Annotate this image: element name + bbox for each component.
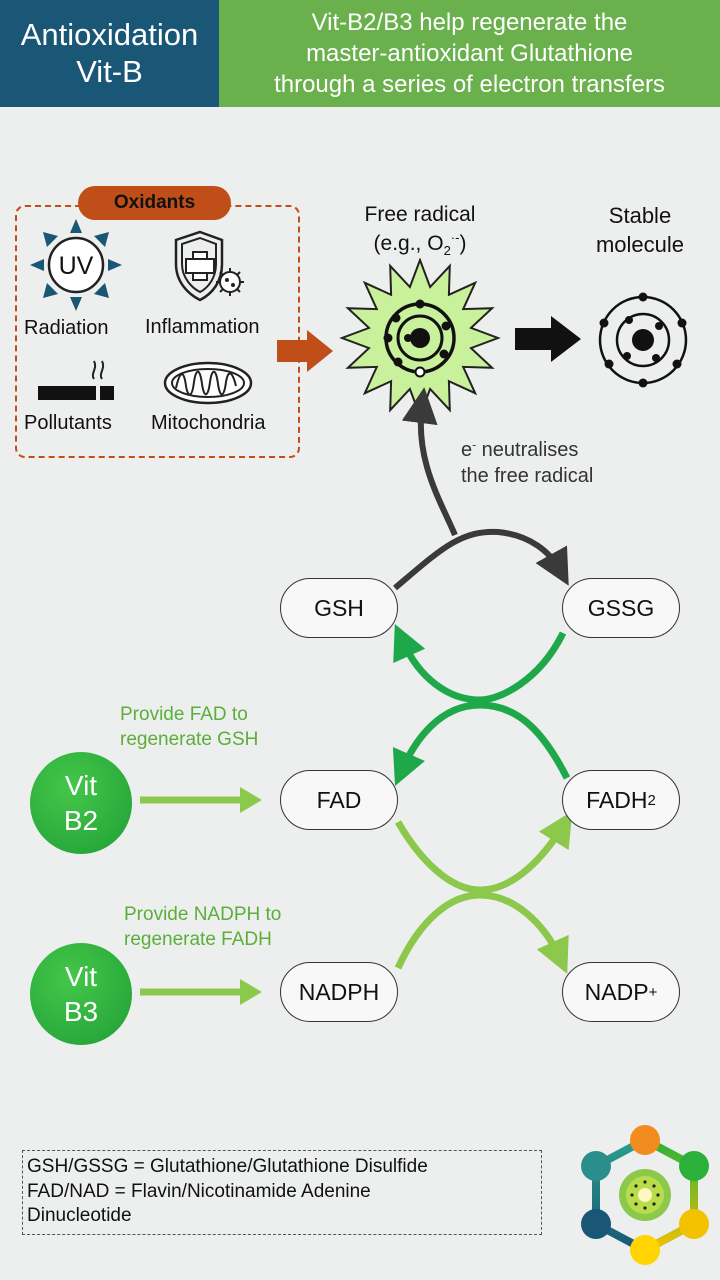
stable-molecule-label: Stable molecule: [570, 201, 710, 259]
electron-note-line1: e- neutralises: [461, 437, 593, 463]
stable-label-line1: Stable: [608, 203, 672, 228]
vit-b3-circle: Vit B3: [30, 943, 132, 1045]
nadp-sup: +: [648, 983, 658, 1001]
vit-b2-note-line1: Provide FAD to: [120, 704, 248, 725]
inflammation-label: Inflammation: [145, 316, 260, 338]
vit-b3-note: Provide NADPH to regenerate FADH: [124, 903, 281, 952]
gssg-to-gsh-arrow: [393, 624, 567, 704]
electron-note-line2: the free radical: [461, 465, 594, 487]
legend-line1: GSH/GSSG = Glutathione/Glutathione Disul…: [27, 1156, 428, 1177]
vit-b3-note-line1: Provide NADPH to: [124, 904, 282, 925]
vit-b2-line2: B2: [63, 805, 99, 836]
free-radical-label: Free radical (e.g., O2·-): [335, 201, 505, 260]
free-radical-label-line1: Free radical: [364, 203, 476, 226]
nadp-node: NADP+: [562, 962, 680, 1022]
electron-symbol: e: [461, 439, 473, 461]
oxidant-arrow: [277, 330, 333, 372]
vit-b3-note-line2: regenerate FADH: [124, 928, 272, 950]
gsh-node: GSH: [280, 578, 398, 638]
vit-b2-line1: Vit: [64, 770, 98, 801]
free-radical-label-line2: (e.g., O2·-): [335, 229, 505, 260]
header-subtitle-line1: Vit-B2/B3 help regenerate the: [311, 8, 628, 36]
vit-b3-line2: B3: [63, 996, 99, 1027]
free-radical-formula: (e.g., O: [373, 232, 444, 256]
header-title-line2: Vit-B: [76, 53, 143, 89]
free-radical-close: ): [459, 232, 467, 256]
pollutants-label: Pollutants: [24, 412, 112, 434]
vit-b2-note-line2: regenerate GSH: [120, 728, 259, 750]
stable-label-line2: molecule: [595, 232, 685, 258]
vit-b2-circle: Vit B2: [30, 752, 132, 854]
electron-charge: -: [472, 437, 477, 452]
inflammation-shield-icon: [174, 230, 244, 302]
gsh-to-gssg-arrow: [393, 528, 569, 591]
legend-line3: Dinucleotide: [27, 1205, 132, 1227]
fadh2-sub: 2: [647, 791, 656, 809]
uv-text: UV: [59, 252, 94, 280]
fad-node: FAD: [280, 770, 398, 830]
electron-note: e- neutralises the free radical: [461, 437, 593, 489]
header-subtitle-box: Vit-B2/B3 help regenerate the master-ant…: [219, 0, 720, 107]
oxidants-title: Oxidants: [78, 186, 231, 220]
nadph-node: NADPH: [280, 962, 398, 1022]
electron-to-radical-arrow: [401, 387, 458, 537]
gssg-node: GSSG: [562, 578, 680, 638]
vit-b2-arrow-head: [240, 787, 262, 813]
stable-molecule-icon: [598, 292, 688, 388]
vit-b2-note: Provide FAD to regenerate GSH: [120, 703, 258, 752]
header-subtitle-line2: master-antioxidant Glutathione: [306, 39, 633, 67]
free-radical-sup: ·-: [450, 230, 460, 246]
vit-b3-line1: Vit: [64, 961, 98, 992]
free-radical-sub: 2: [443, 243, 451, 259]
header-subtitle-line3: through a series of electron transfers: [274, 71, 665, 99]
header-title-line1: Antioxidation: [20, 16, 199, 52]
vit-b3-arrow-head: [240, 979, 262, 1005]
abbreviation-legend: GSH/GSSG = Glutathione/Glutathione Disul…: [22, 1150, 542, 1235]
fadh2-to-fad-arrow: [392, 701, 571, 787]
nadph-to-nadp-arrow: [394, 891, 569, 974]
fadh2-base: FADH: [586, 786, 648, 813]
header-title-box: Antioxidation Vit-B: [0, 0, 219, 107]
mitochondria-icon: [163, 361, 253, 405]
brand-logo-icon: [581, 1125, 709, 1265]
mitochondria-label: Mitochondria: [151, 412, 266, 434]
stabilize-arrow: [515, 316, 581, 362]
pollutants-cigarette-icon: [38, 360, 114, 400]
nadp-base: NADP: [584, 978, 649, 1005]
legend-line2: FAD/NAD = Flavin/Nicotinamide Adenine: [27, 1180, 371, 1202]
fad-to-fadh2-arrow: [394, 811, 573, 894]
uv-sun-icon: UV: [30, 219, 122, 311]
electron-note-rest: neutralises: [476, 439, 579, 461]
radiation-label: Radiation: [24, 317, 109, 339]
